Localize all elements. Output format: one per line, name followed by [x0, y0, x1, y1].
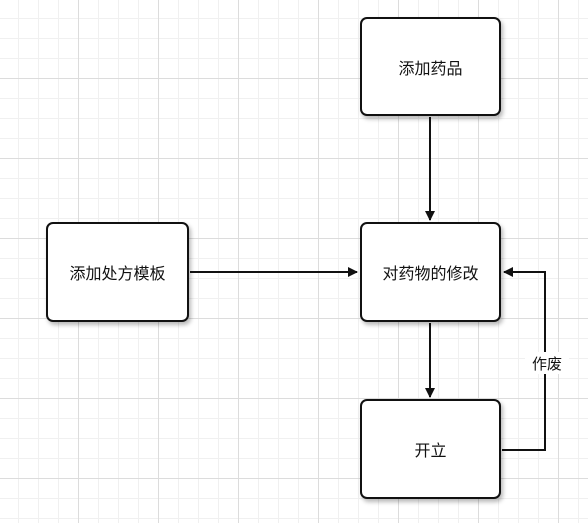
node-add-template[interactable]: 添加处方模板: [46, 222, 189, 322]
node-add-drug-label: 添加药品: [398, 58, 463, 78]
node-add-template-label: 添加处方模板: [69, 264, 166, 283]
node-prescribe-label: 开立: [414, 441, 447, 460]
node-prescribe[interactable]: 开立: [360, 399, 501, 499]
edge-label-void: 作废: [525, 352, 569, 374]
node-modify-drug[interactable]: 对药物的修改: [360, 222, 501, 322]
node-add-drug[interactable]: 添加药品: [360, 17, 501, 116]
node-modify-drug-label: 对药物的修改: [382, 264, 479, 283]
